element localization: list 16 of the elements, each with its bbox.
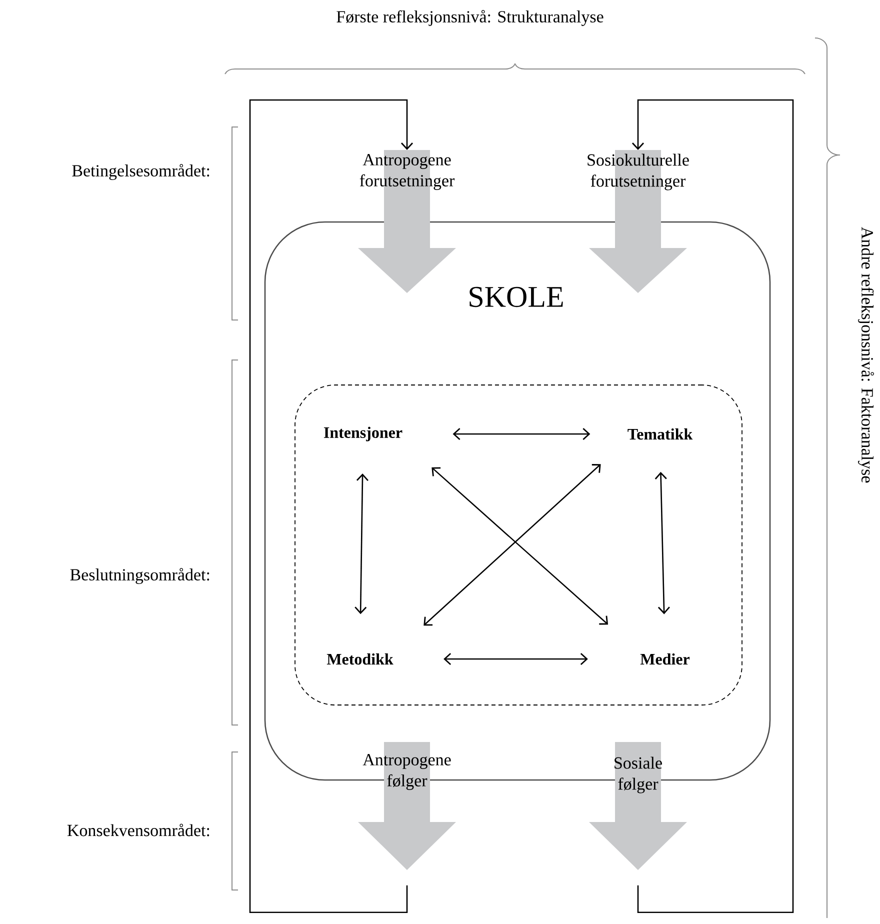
feedback-arrow bbox=[249, 99, 414, 914]
double-arrow bbox=[354, 473, 368, 614]
factor-label: Metodikk bbox=[326, 653, 394, 665]
title: Første refleksjonsnivå: Strukturanalyse bbox=[336, 10, 604, 26]
zone-label: Betingelsesområdet: bbox=[72, 164, 210, 180]
feedback-arrow bbox=[632, 99, 794, 914]
double-arrow bbox=[654, 472, 670, 614]
zone-label: Konsekvensområdet: bbox=[67, 824, 210, 836]
double-arrow bbox=[452, 428, 590, 440]
dashed-box bbox=[294, 384, 742, 706]
factor-label: Medier bbox=[640, 653, 690, 665]
factor-label: Tematikk bbox=[628, 428, 693, 440]
double-arrow bbox=[444, 653, 588, 666]
factor-label: Intensjoner bbox=[324, 426, 402, 442]
side-label: Andre refleksjonsnivå: Faktoranalyse bbox=[858, 227, 874, 483]
zone-label: Beslutningsområdet: bbox=[70, 568, 210, 584]
